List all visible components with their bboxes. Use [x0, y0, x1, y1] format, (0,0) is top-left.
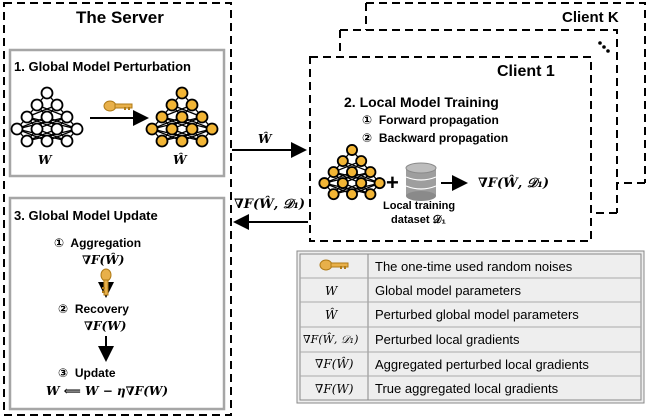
- network-node: [30, 122, 44, 136]
- network-node: [40, 134, 54, 148]
- network-node: [364, 166, 377, 179]
- w-label: W: [38, 153, 52, 167]
- client-k-label: Client K: [562, 9, 619, 26]
- legend-desc-agg-grad: Aggregated perturbed local gradients: [375, 357, 589, 372]
- network-node: [195, 134, 209, 148]
- network-node: [60, 110, 74, 124]
- network-node: [70, 122, 84, 136]
- network-node: [195, 110, 209, 124]
- network-node: [40, 86, 54, 100]
- aggregation-formula: ∇F(Ŵ): [82, 253, 125, 267]
- recovery-step: ② Recovery: [58, 302, 129, 316]
- legend-desc-noise: The one-time used random noises: [375, 259, 573, 274]
- update-formula: W ⟸ W − η∇F(W): [46, 384, 169, 398]
- legend-symbol-w-hat: Ŵ: [325, 308, 338, 322]
- network-node: [20, 110, 34, 124]
- client-1-label: Client 1: [497, 63, 555, 80]
- network-node: [327, 188, 340, 201]
- network-edge: [324, 171, 371, 184]
- network-node: [346, 188, 358, 201]
- network-node: [318, 177, 331, 190]
- legend-desc-perturbed-global: Perturbed global model parameters: [375, 307, 579, 322]
- network-node: [175, 134, 189, 148]
- network-node: [20, 134, 34, 148]
- network-node: [205, 122, 219, 136]
- legend-desc-perturbed-grad: Perturbed local gradients: [375, 332, 520, 347]
- network-node: [155, 110, 169, 124]
- dataset-icon: [405, 162, 437, 201]
- network-node: [50, 122, 64, 136]
- key-icon: [103, 100, 133, 112]
- update-box: [8, 196, 226, 411]
- perturbation-title: 1. Global Model Perturbation: [14, 59, 191, 74]
- legend-symbol-agg-grad: ∇F(Ŵ): [315, 357, 354, 371]
- network-node: [336, 177, 349, 190]
- update-step: ③ Update: [58, 366, 116, 380]
- network-node: [175, 110, 189, 124]
- network-node: [60, 134, 74, 148]
- network-node: [10, 122, 24, 136]
- update-title: 3. Global Model Update: [14, 208, 158, 223]
- network-edge: [333, 182, 380, 195]
- network-node: [336, 155, 349, 167]
- network-node: [355, 177, 368, 190]
- legend-symbol-w: W: [325, 284, 338, 298]
- training-title: 2. Local Model Training: [344, 94, 499, 110]
- aggregation-step: ① Aggregation: [54, 236, 142, 250]
- network-edge: [26, 128, 78, 142]
- recovery-formula: ∇F(W): [84, 319, 127, 333]
- network-node: [40, 110, 54, 124]
- network-node: [373, 177, 386, 190]
- network-node: [185, 98, 199, 112]
- forward-step: ① Forward propagation: [362, 113, 499, 127]
- network-node: [165, 98, 179, 112]
- legend-symbol-true-grad: ∇F(W): [315, 382, 354, 396]
- dataset-label-1: Local training: [383, 200, 456, 212]
- legend-desc-global: Global model parameters: [375, 283, 521, 298]
- local-model-network: [318, 144, 386, 201]
- legend-desc-true-grad: True aggregated local gradients: [375, 381, 559, 396]
- network-node: [364, 188, 377, 201]
- network-node: [165, 122, 179, 136]
- backward-step: ② Backward propagation: [362, 131, 509, 145]
- global-model-network: [10, 86, 84, 148]
- client-k-box: [366, 2, 646, 183]
- network-node: [30, 98, 44, 112]
- network-node: [327, 166, 340, 179]
- network-node: [155, 134, 169, 148]
- network-node: [175, 86, 189, 100]
- arrow-to-client-label: Ŵ: [258, 132, 272, 146]
- legend-symbol-perturbed-grad: ∇F(Ŵ, 𝒟₁): [303, 333, 359, 346]
- gradient-output: ∇F(Ŵ, 𝒟₁): [478, 176, 550, 191]
- network-edge: [161, 128, 213, 142]
- network-edge: [16, 116, 68, 130]
- server-box: [3, 2, 232, 416]
- network-edge: [151, 116, 203, 130]
- arrow-to-server-label: ∇F(Ŵ, 𝒟₁): [234, 197, 306, 212]
- network-node: [346, 166, 358, 179]
- plus-sign: +: [386, 170, 399, 195]
- w-hat-label: Ŵ: [173, 153, 187, 167]
- server-title: The Server: [76, 8, 164, 27]
- dataset-label-2: dataset 𝒟₁: [391, 214, 446, 226]
- key-icon-update: [100, 268, 112, 296]
- perturbed-model-network: [145, 86, 219, 148]
- client-middle-box: [340, 29, 618, 213]
- legend-key-icon: [319, 259, 349, 271]
- network-node: [185, 122, 199, 136]
- legend-table: [296, 250, 645, 404]
- network-node: [355, 155, 368, 167]
- network-node: [346, 144, 358, 156]
- network-node: [50, 98, 64, 112]
- network-node: [145, 122, 159, 136]
